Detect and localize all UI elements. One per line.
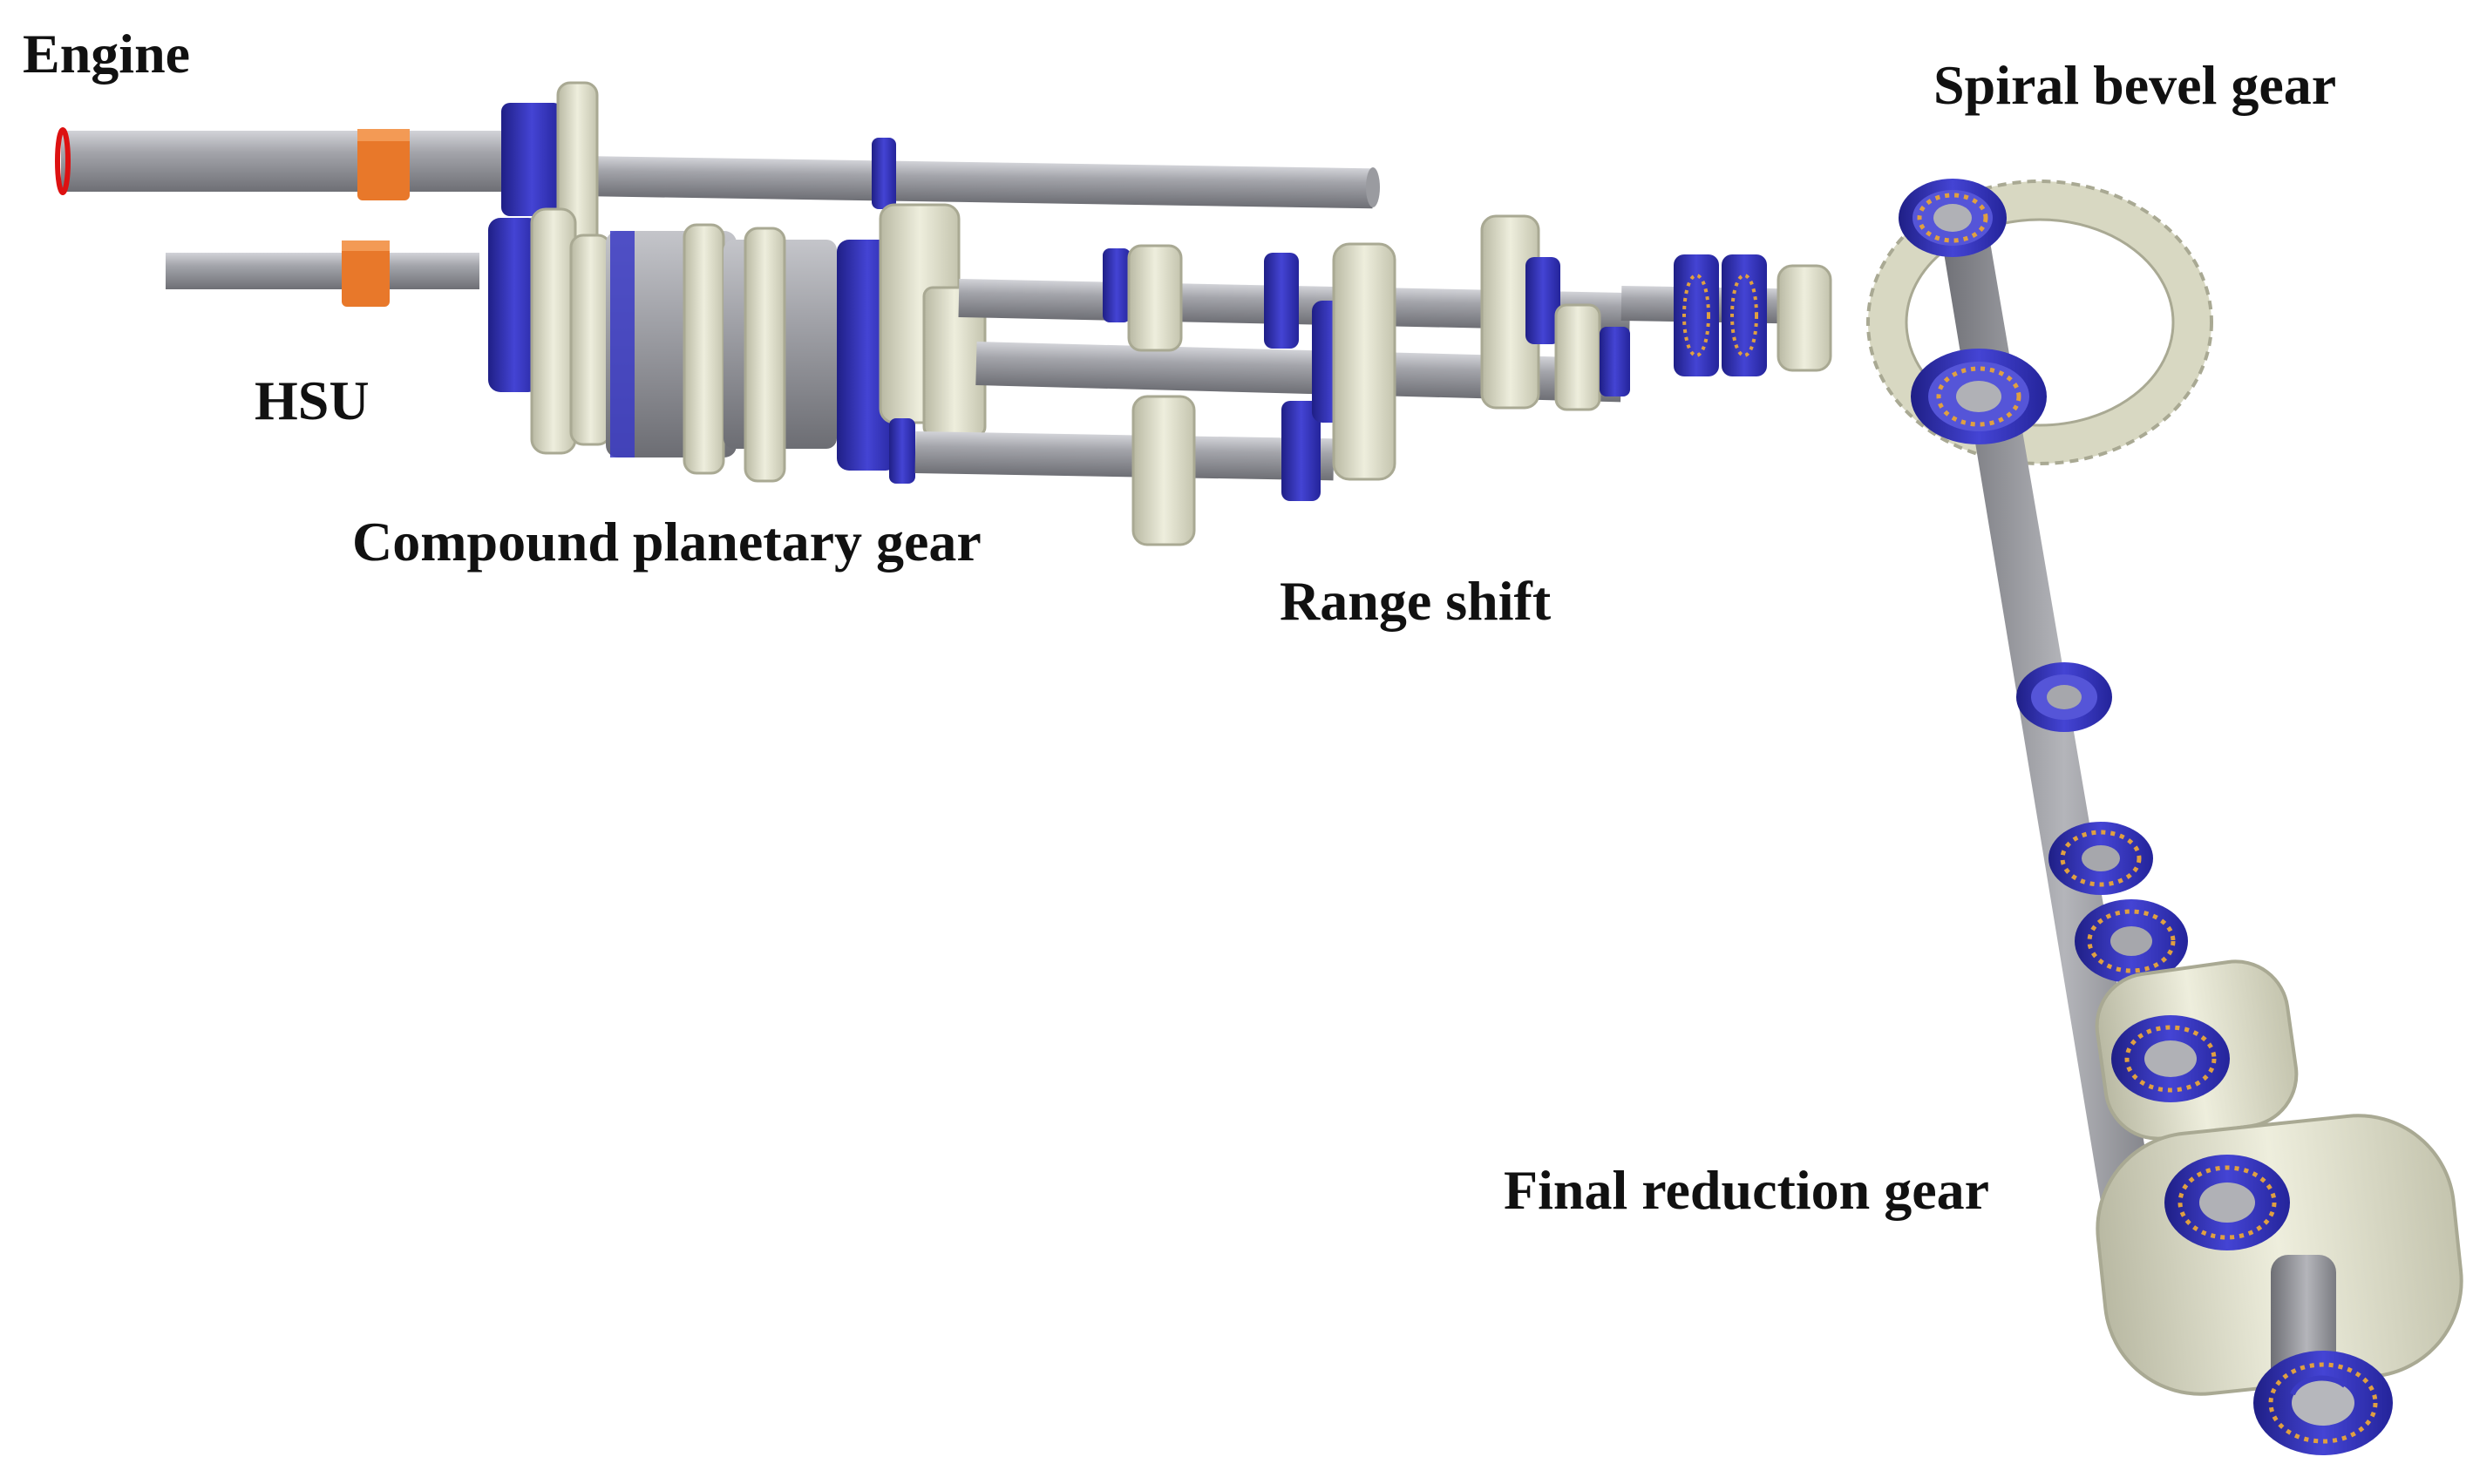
final-reduction-gear-assembly — [2095, 959, 2463, 1455]
label-engine: Engine — [23, 23, 191, 85]
bevel-input-bearing-1 — [1674, 254, 1719, 376]
engine-coupling — [357, 129, 410, 200]
hsu-coupling — [342, 241, 390, 307]
label-final-reduction-gear: Final reduction gear — [1504, 1159, 1989, 1221]
range-bearing-1 — [1103, 248, 1131, 322]
engine-input-shaft — [61, 131, 514, 192]
planetary-ring-gear-4 — [744, 227, 786, 483]
lower-countershaft — [914, 431, 1335, 481]
range-gear-2 — [1131, 395, 1196, 546]
planetary-left-bearing — [488, 218, 540, 392]
planetary-ring-gear-1 — [530, 207, 577, 455]
engine-mid-bearing — [872, 138, 896, 209]
bevel-pinion — [1777, 264, 1832, 372]
bevel-input-shaft — [1620, 254, 1832, 376]
label-range-shift: Range shift — [1280, 570, 1552, 632]
range-bearing-2 — [1264, 253, 1299, 349]
compound-planetary-gear-assembly — [488, 203, 987, 484]
spiral-bevel-gear — [1866, 180, 2213, 465]
range-bearing-5 — [1525, 257, 1560, 344]
planetary-ring-gear-2 — [569, 234, 612, 446]
bevel-input-bearing-2 — [1722, 254, 1767, 376]
range-gear-5 — [1554, 303, 1601, 411]
range-gear-3 — [1332, 242, 1396, 481]
range-gear-1 — [1127, 244, 1183, 352]
spiral-bevel-ring-gear — [1868, 181, 2211, 464]
engine-shaft-end-marker — [55, 127, 71, 195]
range-bearing-6 — [1600, 327, 1630, 396]
label-compound-planetary-gear: Compound planetary gear — [352, 511, 982, 573]
range-shift-assembly — [914, 214, 1631, 546]
label-spiral-bevel-gear: Spiral bevel gear — [1933, 54, 2337, 116]
planetary-ring-gear-3 — [683, 223, 725, 475]
range-bearing-3 — [1281, 401, 1321, 501]
engine-bearing — [501, 103, 562, 216]
middle-countershaft — [975, 342, 1622, 403]
label-hsu: HSU — [255, 369, 370, 431]
engine-output-shaft — [522, 155, 1374, 209]
planetary-small-bearing — [889, 418, 915, 484]
hsu-shaft — [166, 241, 479, 307]
